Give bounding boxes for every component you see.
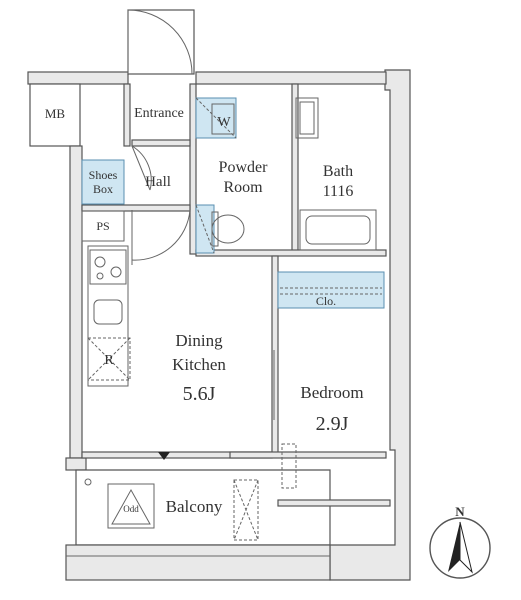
bath-size-label: 1116 [323, 183, 354, 200]
kitchen-counter [87, 245, 129, 387]
inner-walls [81, 83, 391, 507]
closet [277, 271, 385, 309]
bath-label: Bath [323, 163, 353, 180]
refrigerator [87, 337, 131, 381]
dining-label-2: Kitchen [172, 355, 226, 374]
balcony-items [84, 478, 259, 541]
entrance-label: Entrance [134, 106, 184, 121]
north-compass-icon [429, 517, 491, 579]
dining-size-label: 5.6J [183, 383, 216, 405]
entry-arrow-icon [158, 452, 170, 460]
bedroom-label: Bedroom [300, 383, 363, 402]
dining-label-1: Dining [175, 331, 223, 350]
hall-label: Hall [145, 174, 171, 190]
shoes-box-label-1: Shoes [89, 168, 118, 182]
shoes-box-label-2: Box [93, 182, 113, 196]
refrigerator-label: R [104, 353, 114, 368]
bedroom-fixtures [273, 350, 297, 489]
washing-machine [195, 97, 237, 139]
compass-n-label: N [455, 504, 465, 519]
bathtub [295, 97, 377, 251]
w-label: W [217, 115, 231, 130]
shoes-box [81, 159, 125, 205]
hall-door [131, 145, 191, 265]
outer-walls [27, 69, 411, 581]
entrance-door [127, 9, 195, 75]
ps-box [81, 210, 125, 242]
powder-room-label-1: Powder [219, 159, 269, 176]
odd-label: Odd [123, 504, 139, 514]
ps-label: PS [96, 219, 109, 233]
balcony-label: Balcony [166, 497, 223, 516]
bedroom-size-label: 2.9J [316, 413, 349, 435]
closet-label: Clo. [316, 294, 336, 308]
toilet [195, 204, 245, 254]
mb-label: MB [45, 106, 66, 121]
powder-room-label-2: Room [223, 179, 263, 196]
